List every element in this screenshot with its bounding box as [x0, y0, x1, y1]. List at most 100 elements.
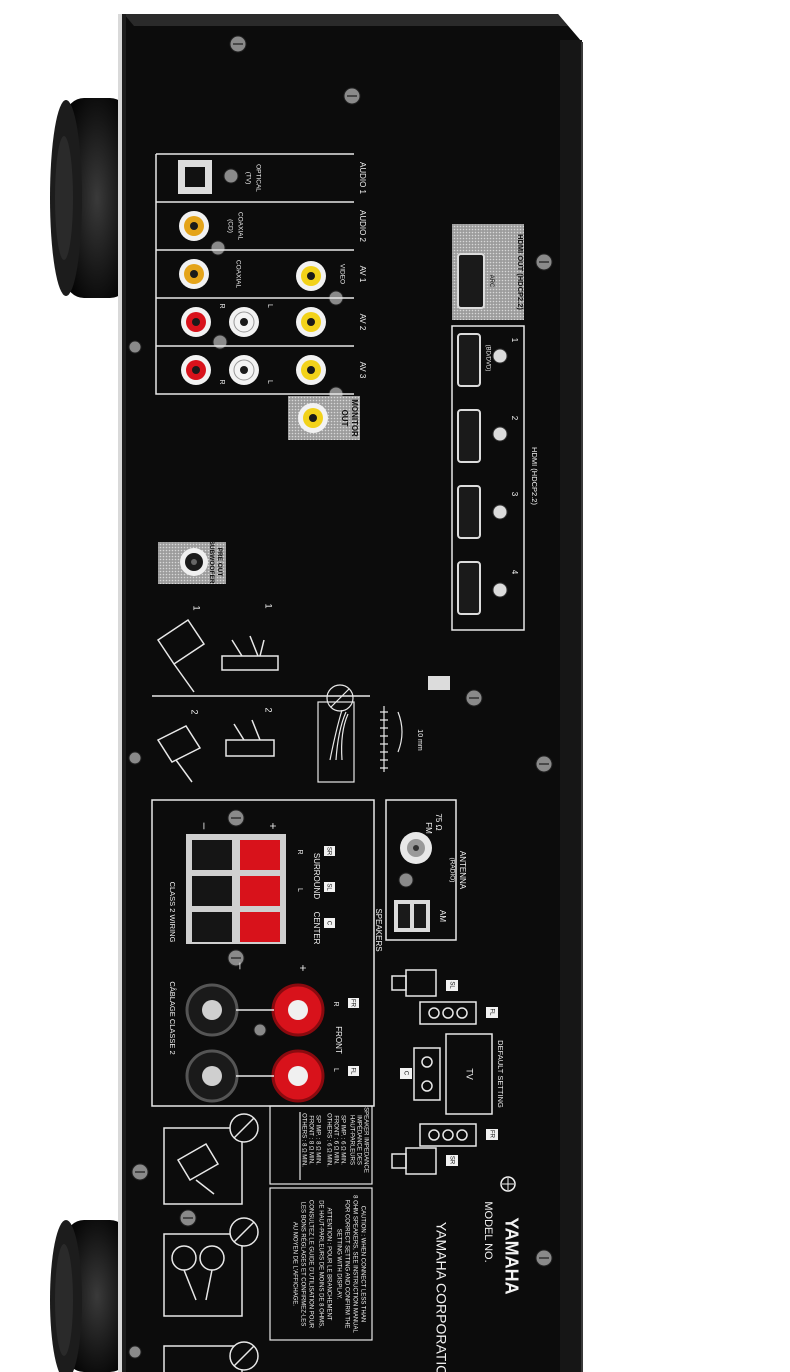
hdmi-out-port[interactable] — [457, 253, 485, 309]
strip-gauge-illustration — [317, 684, 403, 783]
subwoofer-jack[interactable] — [180, 548, 208, 576]
impedance-front2: FRONT : 8 Ω MIN. — [307, 1115, 313, 1165]
caution-line5: ATTENTION : POUR LE BRANCHEMENT — [325, 1208, 331, 1321]
label-minus-top: – — [198, 823, 212, 830]
label-av3-l: L — [266, 380, 273, 384]
caution-line3: FOR CORRECT SETTING AND CONFIRM THE — [343, 1200, 349, 1329]
coaxial-jack[interactable] — [179, 259, 209, 289]
impedance-box — [269, 1105, 373, 1185]
av3-audio-l-jack[interactable] — [229, 355, 259, 385]
label-front-l: L — [332, 1068, 339, 1072]
hdmi-in-port-1[interactable] — [457, 333, 481, 387]
surround-center-terminals[interactable] — [186, 834, 286, 944]
av3-video-jack[interactable] — [296, 355, 326, 385]
label-monitor-out: OUT — [340, 410, 349, 427]
hdmi-in-port-2[interactable] — [457, 409, 481, 463]
label-hdmi-in: HDMI (HDCP2.2) — [530, 447, 539, 505]
label-monitor: MONITOR — [350, 399, 359, 437]
label-hdmi-port-1: 1 — [510, 338, 519, 343]
caution-box — [269, 1187, 373, 1341]
label-arc: ARC — [488, 275, 494, 288]
av2-video-jack[interactable] — [296, 307, 326, 337]
impedance-title2: IMPÉDANCE DES — [355, 1115, 362, 1165]
label-fr-badge: FR — [349, 999, 355, 1008]
default-setting-diagram — [391, 969, 493, 1175]
antenna-block — [385, 799, 457, 941]
av3-audio-r-jack[interactable] — [181, 355, 211, 385]
label-minus-front: – — [234, 963, 248, 970]
label-surround-l: L — [296, 888, 303, 892]
label-antenna: ANTENNA — [458, 851, 467, 890]
label-default-setting: DEFAULT SETTING — [496, 1040, 505, 1108]
label-ds-sr: SR — [448, 1156, 454, 1165]
speakers-block — [151, 799, 375, 1107]
label-cd: (CD) — [226, 219, 233, 233]
label-ds-fr: FR — [488, 1130, 494, 1139]
label-surround-r: R — [296, 849, 303, 854]
fm-antenna-jack[interactable] — [400, 832, 432, 864]
brand-model: MODEL NO. — [482, 1201, 494, 1262]
front-l-plus-post[interactable] — [271, 1049, 325, 1103]
label-plus-front: + — [296, 964, 310, 971]
label-hdmi-port-1-sub: (BD/DVD) — [484, 345, 490, 372]
label-tv: TV — [465, 1068, 475, 1080]
caution-line1: CAUTION : WHEN CONNECT LESS THAN — [359, 1206, 365, 1322]
brand-yamaha: YAMAHA — [501, 1217, 521, 1294]
caution-line7: CONSULTEZ LE GUIDE D'UTILISATION POUR — [307, 1200, 313, 1329]
impedance-sp2: SP IMP. : 8 Ω MIN. — [314, 1115, 320, 1165]
front-l-minus-post[interactable] — [185, 1049, 239, 1103]
label-ds-c: C — [402, 1071, 408, 1076]
label-sl-badge: SL — [325, 883, 331, 891]
label-av2: AV 2 — [358, 314, 367, 331]
label-sr-badge: SR — [325, 847, 331, 856]
front-r-minus-post[interactable] — [185, 983, 239, 1037]
front-r-plus-post[interactable] — [271, 983, 325, 1037]
impedance-front1: FRONT : 6 Ω MIN. — [332, 1115, 338, 1165]
caution-line2: 8 OHM SPEAKERS, SEE INSTRUCTION MANUAL — [351, 1195, 357, 1333]
av1-video-jack[interactable] — [296, 261, 326, 291]
brand-corporation: YAMAHA CORPORATION — [433, 1222, 449, 1372]
label-subwoofer: SUBWOOFER — [208, 541, 215, 584]
impedance-title1: SPEAKER IMPEDANCE — [362, 1107, 368, 1173]
label-class2: CLASS 2 WIRING — [168, 882, 177, 943]
label-hdmi-port-3: 3 — [510, 492, 519, 497]
caution-line8: LES BONS RÉGLAGES ET CONFIRMEZ-LES — [299, 1202, 306, 1327]
impedance-title3: HAUT-PARLEURS — [348, 1115, 354, 1165]
caution-line6: DE HAUT-PARLEURS DE MOINS DE 8 OHMS, — [317, 1200, 323, 1328]
label-center: CENTER — [312, 912, 321, 945]
label-fl-badge: FL — [349, 1067, 355, 1075]
monitor-out-jack[interactable] — [298, 403, 328, 433]
av2-audio-l-jack[interactable] — [229, 307, 259, 337]
label-coaxial: COAXIAL — [234, 260, 241, 289]
label-ds-fl: FL — [488, 1008, 494, 1016]
am-antenna-terminal[interactable] — [394, 900, 430, 932]
label-front-r: R — [332, 1001, 339, 1006]
label-surround: SURROUND — [312, 853, 321, 899]
impedance-others1: OTHERS : 6 Ω MIN. — [325, 1113, 331, 1167]
hdmi-in-port-3[interactable] — [457, 485, 481, 539]
label-hdmi-out: HDMI OUT (HDCP2.2) — [516, 234, 525, 310]
label-av2-l: L — [266, 304, 273, 308]
wiring-illustration-1 — [152, 618, 370, 783]
coaxial-cd-jack[interactable] — [179, 211, 209, 241]
label-strip-length: 10 mm — [416, 729, 423, 751]
label-optical: OPTICAL — [254, 164, 261, 192]
label-cablage: CÂBLAGE CLASSE 2 — [168, 981, 177, 1054]
label-av2-r: R — [218, 303, 225, 308]
label-video: VIDEO — [338, 264, 345, 284]
label-front: FRONT — [334, 1026, 343, 1054]
impedance-sp1: SP IMP. : 6 Ω MIN. — [339, 1115, 345, 1165]
bracket-clip — [428, 676, 450, 690]
label-step-1a: 1 — [192, 605, 202, 610]
av2-audio-r-jack[interactable] — [181, 307, 211, 337]
hdmi-in-block — [451, 325, 525, 631]
yamaha-logo-icon — [500, 1176, 516, 1192]
caution-line4: SETTING WITH DISPLAY. — [335, 1229, 341, 1300]
hdmi-in-port-4[interactable] — [457, 561, 481, 615]
label-ds-sl: SL — [448, 981, 454, 989]
label-am: AM — [438, 910, 447, 922]
optical-jack[interactable] — [178, 160, 212, 194]
label-speakers: SPEAKERS — [374, 908, 383, 951]
label-plus-top: + — [266, 822, 280, 829]
